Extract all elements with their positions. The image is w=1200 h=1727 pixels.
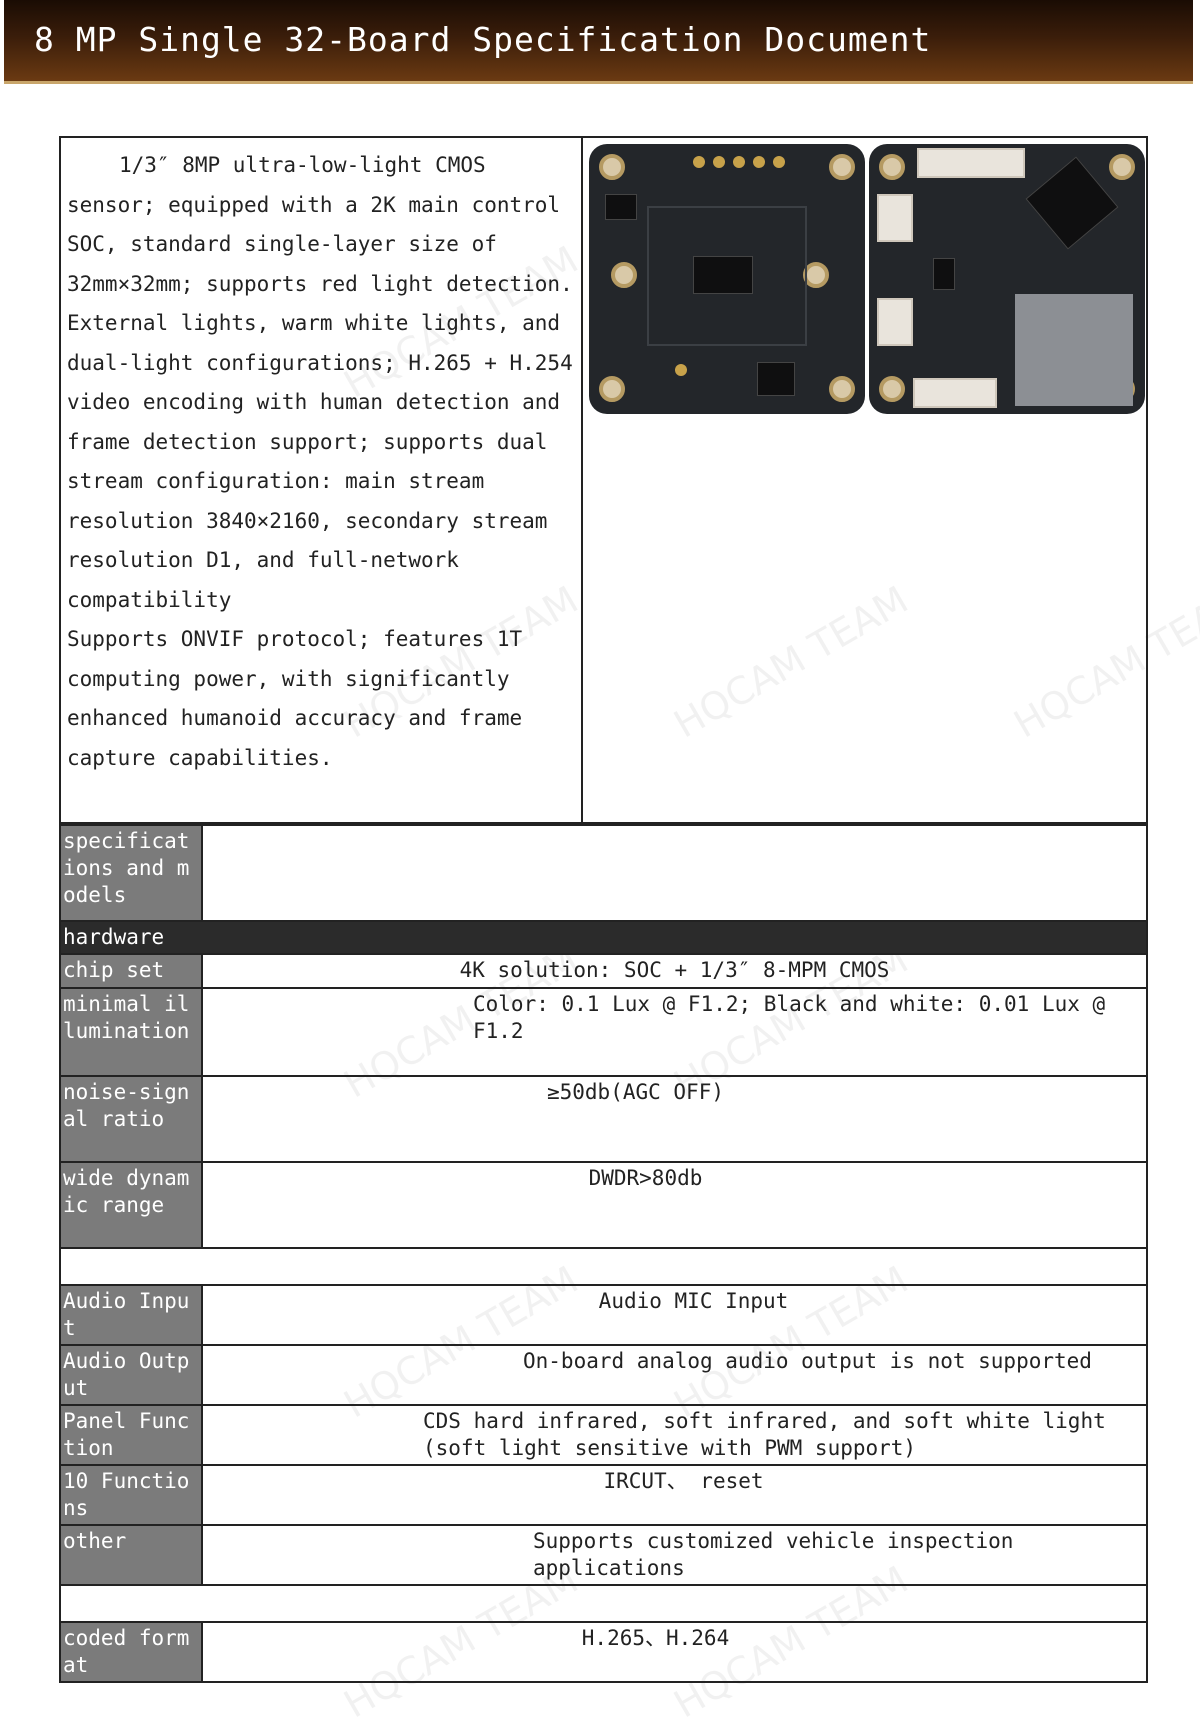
row-value: IRCUT、 reset	[201, 1464, 1148, 1526]
intro-block: 1/3″ 8MP ultra-low-light CMOS sensor; eq…	[59, 136, 1148, 824]
intro-paragraph: 1/3″ 8MP ultra-low-light CMOS sensor; eq…	[67, 153, 573, 296]
table-row: specifications and models	[59, 824, 1148, 922]
table-row: Panel Function CDS hard infrared, soft i…	[59, 1404, 1148, 1466]
row-value: CDS hard infrared, soft infrared, and so…	[201, 1404, 1148, 1466]
page-title: 8 MP Single 32-Board Specification Docum…	[34, 20, 932, 59]
row-value: Color: 0.1 Lux @ F1.2; Black and white: …	[201, 987, 1148, 1077]
board-photo	[589, 144, 1149, 414]
table-row: Audio Output On-board analog audio outpu…	[59, 1344, 1148, 1406]
row-value: Supports customized vehicle inspection a…	[201, 1524, 1148, 1586]
row-label: minimal illumination	[59, 987, 203, 1077]
row-value: DWDR>80db	[201, 1161, 1148, 1249]
header-banner: 8 MP Single 32-Board Specification Docum…	[4, 0, 1193, 84]
spec-table: specifications and models hardware chip …	[59, 824, 1148, 1683]
row-label: chip set	[59, 953, 203, 989]
row-label: 10 Functions	[59, 1464, 203, 1526]
spec-sheet: 1/3″ 8MP ultra-low-light CMOS sensor; eq…	[59, 136, 1148, 1683]
board-front-image	[589, 144, 865, 414]
board-back-image	[869, 144, 1145, 414]
row-value: 4K solution: SOC + 1/3″ 8-MPM CMOS	[201, 953, 1148, 989]
table-row: coded format H.265、H.264	[59, 1621, 1148, 1683]
section-title: hardware	[59, 920, 1148, 955]
row-value: Audio MIC Input	[201, 1284, 1148, 1346]
table-row: wide dynamic range DWDR>80db	[59, 1161, 1148, 1249]
row-value: On-board analog audio output is not supp…	[201, 1344, 1148, 1406]
intro-paragraph: Supports ONVIF protocol; features 1T com…	[67, 627, 523, 770]
row-label: Audio Output	[59, 1344, 203, 1406]
row-label: other	[59, 1524, 203, 1586]
table-row: Audio Input Audio MIC Input	[59, 1284, 1148, 1346]
row-value: ≥50db(AGC OFF)	[201, 1075, 1148, 1163]
row-label: specifications and models	[59, 824, 203, 922]
row-value: H.265、H.264	[201, 1621, 1148, 1683]
table-row: chip set 4K solution: SOC + 1/3″ 8-MPM C…	[59, 953, 1148, 989]
row-label: coded format	[59, 1621, 203, 1683]
table-row: noise-signal ratio ≥50db(AGC OFF)	[59, 1075, 1148, 1163]
table-row: minimal illumination Color: 0.1 Lux @ F1…	[59, 987, 1148, 1077]
table-row: other Supports customized vehicle inspec…	[59, 1524, 1148, 1586]
row-label: wide dynamic range	[59, 1161, 203, 1249]
row-label: Audio Input	[59, 1284, 203, 1346]
table-row: 10 Functions IRCUT、 reset	[59, 1464, 1148, 1526]
blank-row	[59, 1247, 1148, 1286]
table-row	[59, 1247, 1148, 1286]
row-value	[201, 824, 1148, 922]
blank-row	[59, 1584, 1148, 1623]
row-label: Panel Function	[59, 1404, 203, 1466]
section-header: hardware	[59, 920, 1148, 955]
table-row	[59, 1584, 1148, 1623]
intro-paragraph: External lights, warm white lights, and …	[67, 311, 573, 612]
row-label: noise-signal ratio	[59, 1075, 203, 1163]
intro-text: 1/3″ 8MP ultra-low-light CMOS sensor; eq…	[61, 138, 583, 822]
